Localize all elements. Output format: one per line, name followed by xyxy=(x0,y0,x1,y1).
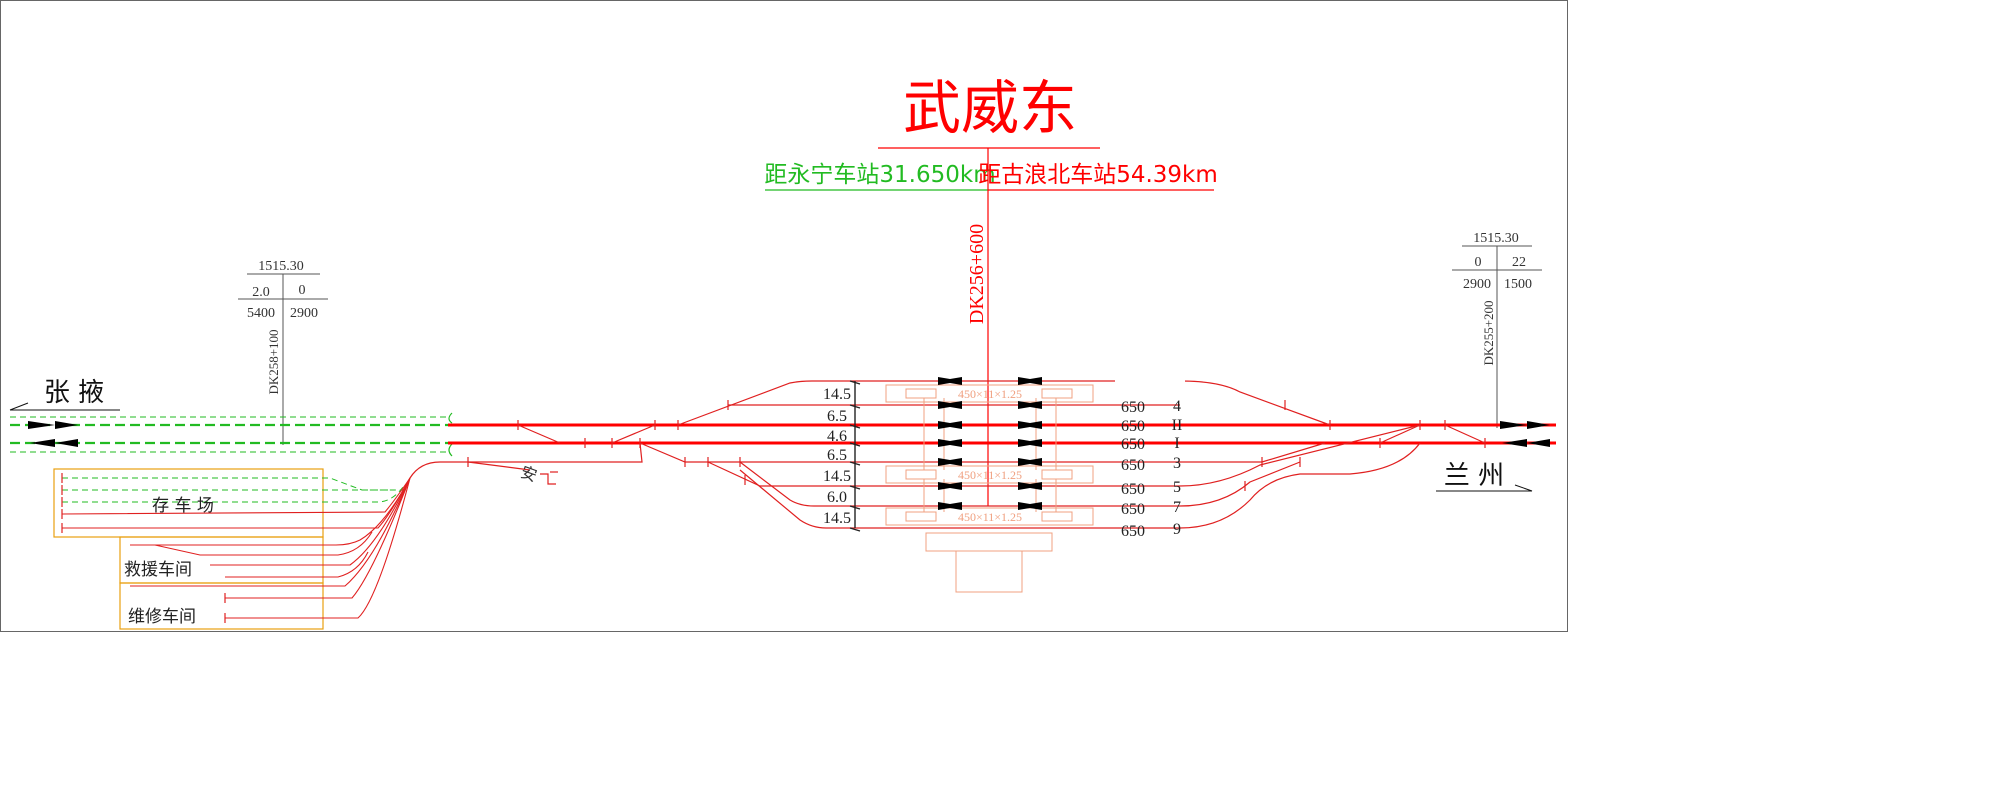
drawing-border xyxy=(0,0,1568,632)
main-lines xyxy=(448,423,1556,445)
spacing-value: 4.6 xyxy=(827,428,847,445)
track-number: 3 xyxy=(1173,455,1181,472)
grade-left-slope-2: 0 xyxy=(299,283,306,298)
grade-right-length-1: 2900 xyxy=(1463,277,1491,292)
track-number: 9 xyxy=(1173,521,1181,538)
spacing-values: 14.5 6.5 4.6 6.5 14.5 6.0 14.5 xyxy=(823,386,851,527)
maintenance-workshop-label: 维修车间 xyxy=(128,607,196,627)
track-length: 650 xyxy=(1121,501,1145,518)
track-length: 650 xyxy=(1121,418,1145,435)
direction-arrows-east xyxy=(1500,421,1550,447)
distance-to-yongning: 距永宁车站31.650km xyxy=(764,162,995,188)
track-length: 650 xyxy=(1121,523,1145,540)
platform-size: 450×11×1.25 xyxy=(958,468,1022,482)
track-number: II xyxy=(1172,417,1183,434)
yard-track-stops xyxy=(61,473,226,623)
grade-left-slope-1: 2.0 xyxy=(252,285,270,300)
track-number: 4 xyxy=(1173,398,1181,415)
station-building-annex xyxy=(955,551,1023,593)
grade-table-right-text: 1515.30 0 22 2900 1500 DK255+200 xyxy=(1463,231,1532,366)
platform-2 xyxy=(885,465,1094,484)
platform-3 xyxy=(885,507,1094,526)
track-number: 5 xyxy=(1173,479,1181,496)
station-center-chainage: DK256+600 xyxy=(966,224,988,324)
direction-arrows-west xyxy=(28,421,78,447)
safety-label: 安 xyxy=(518,462,540,485)
safety-line xyxy=(540,471,558,485)
platform-size: 450×11×1.25 xyxy=(958,387,1022,401)
insulated-joints xyxy=(467,400,1486,491)
track-labels: 650 6 650 4 650 II 650 I 650 3 650 5 650… xyxy=(1121,374,1182,540)
grade-left-length-1: 5400 xyxy=(247,306,275,321)
yard-boxes xyxy=(53,468,324,630)
spacing-value: 6.5 xyxy=(827,408,847,425)
grade-table-left-text: 1515.30 2.0 0 5400 2900 DK258+100 xyxy=(247,259,318,395)
station-layout-diagram: 武威东 距永宁车站31.650km 距古浪北车站54.39km DK256+60… xyxy=(0,0,1568,632)
grade-right-slope-1: 0 xyxy=(1475,255,1482,270)
grade-right-chainage: DK255+200 xyxy=(1481,300,1496,365)
platform-1 xyxy=(885,384,1094,403)
signals xyxy=(938,377,1042,510)
direction-lanzhou: 兰 州 xyxy=(1444,461,1504,491)
grade-table-right xyxy=(1452,245,1542,428)
yard-ladder-tracks xyxy=(61,477,411,619)
grade-right-slope-2: 22 xyxy=(1512,255,1526,270)
storage-yard-planned-tracks xyxy=(62,477,408,503)
grade-right-elevation: 1515.30 xyxy=(1473,231,1519,246)
spacing-dimension-brace xyxy=(849,380,861,532)
rescue-workshop-label: 救援车间 xyxy=(124,560,192,580)
grade-right-length-2: 1500 xyxy=(1504,277,1532,292)
maintenance-workshop-box xyxy=(119,582,324,630)
platform-labels: 450×11×1.25 450×11×1.25 450×11×1.25 xyxy=(958,387,1022,524)
distance-to-gulangbei: 距古浪北车站54.39km xyxy=(978,162,1218,188)
track-length: 650 xyxy=(1121,457,1145,474)
grade-left-chainage: DK258+100 xyxy=(266,329,281,394)
track-length: 650 xyxy=(1121,481,1145,498)
track-label-gaps xyxy=(1115,374,1185,390)
station-building xyxy=(925,532,1053,552)
platforms xyxy=(885,384,1094,593)
spacing-value: 6.0 xyxy=(827,489,847,506)
spacing-value: 14.5 xyxy=(823,468,851,485)
grade-left-length-2: 2900 xyxy=(290,306,318,321)
direction-lanzhou-leader xyxy=(1436,484,1533,492)
track-number: I xyxy=(1174,435,1179,452)
spacing-value: 14.5 xyxy=(823,386,851,403)
track-number: 7 xyxy=(1173,499,1181,516)
spacing-value: 14.5 xyxy=(823,510,851,527)
track-length: 650 xyxy=(1121,399,1145,416)
platform-size: 450×11×1.25 xyxy=(958,510,1022,524)
spacing-value: 6.5 xyxy=(827,447,847,464)
track-length: 650 xyxy=(1121,436,1145,453)
storage-yard-label: 存 车 场 xyxy=(152,496,214,516)
planned-main-lines xyxy=(10,412,453,457)
direction-zhangye-leader xyxy=(9,402,120,411)
direction-zhangye: 张 掖 xyxy=(44,378,104,408)
station-name: 武威东 xyxy=(903,74,1077,142)
grade-left-elevation: 1515.30 xyxy=(258,259,304,274)
